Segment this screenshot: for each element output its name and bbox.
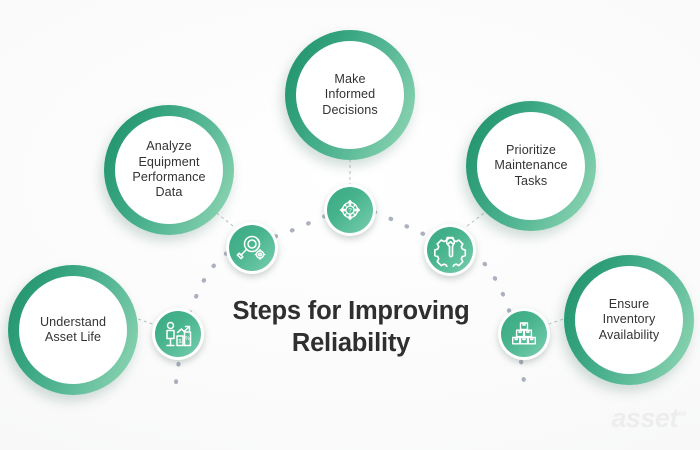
- person-growth-chart-icon: $ %: [166, 321, 192, 347]
- step-label-make-informed-decisions: Make Informed Decisions: [322, 71, 378, 117]
- gear-question-arrows-icon: ?: [339, 199, 361, 221]
- step-bubble-understand-asset-life[interactable]: Understand Asset Life: [8, 265, 138, 395]
- svg-text:$: $: [178, 339, 181, 345]
- step-badge-make-informed-decisions[interactable]: ?: [324, 184, 376, 236]
- badge-disc: [427, 227, 473, 273]
- step-badge-analyze-equipment-performance-data[interactable]: [226, 222, 278, 274]
- stacked-boxes-icon: [511, 322, 536, 345]
- step-bubble-analyze-equipment-performance-data[interactable]: Analyze Equipment Performance Data: [104, 105, 234, 235]
- badge-disc: ?: [327, 187, 373, 233]
- step-badge-understand-asset-life[interactable]: $ %: [152, 308, 204, 360]
- watermark-infinity-icon: ∞: [677, 406, 687, 420]
- bubble-inner: Prioritize Maintenance Tasks: [477, 112, 585, 220]
- asset-watermark: asset∞: [611, 403, 686, 434]
- bubble-inner: Make Informed Decisions: [296, 41, 404, 149]
- badge-disc: $ %: [155, 311, 201, 357]
- badge-disc: [501, 311, 547, 357]
- svg-text:?: ?: [348, 207, 352, 214]
- page-title: Steps for Improving Reliability: [232, 297, 470, 357]
- step-badge-ensure-inventory-availability[interactable]: [498, 308, 550, 360]
- step-bubble-ensure-inventory-availability[interactable]: Ensure Inventory Availability: [564, 255, 694, 385]
- step-label-analyze-equipment-performance-data: Analyze Equipment Performance Data: [132, 139, 206, 200]
- bubble-inner: Understand Asset Life: [19, 276, 127, 384]
- bubble-inner: Analyze Equipment Performance Data: [115, 116, 223, 224]
- step-label-understand-asset-life: Understand Asset Life: [39, 314, 107, 344]
- watermark-text: asset: [611, 403, 678, 433]
- magnifier-gears-icon: [236, 235, 266, 260]
- svg-text:%: %: [185, 336, 190, 342]
- step-label-prioritize-maintenance-tasks: Prioritize Maintenance Tasks: [494, 142, 568, 188]
- step-badge-prioritize-maintenance-tasks[interactable]: [424, 224, 476, 276]
- step-bubble-make-informed-decisions[interactable]: Make Informed Decisions: [285, 30, 415, 160]
- bubble-inner: Ensure Inventory Availability: [575, 266, 683, 374]
- step-bubble-prioritize-maintenance-tasks[interactable]: Prioritize Maintenance Tasks: [466, 101, 596, 231]
- step-label-ensure-inventory-availability: Ensure Inventory Availability: [598, 296, 660, 342]
- gear-wrench-icon: [433, 236, 466, 267]
- badge-disc: [229, 225, 275, 271]
